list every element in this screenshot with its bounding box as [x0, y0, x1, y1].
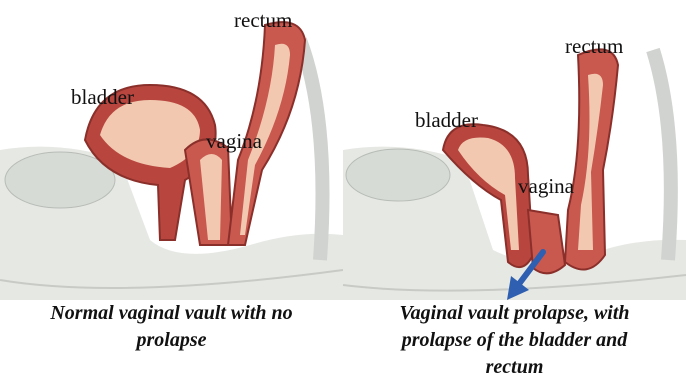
pubic-bone [346, 149, 450, 201]
label-rectum: rectum [565, 36, 623, 57]
caption-line: Normal vaginal vault with no [0, 300, 343, 327]
caption-line: prolapse [0, 327, 343, 354]
caption-line: rectum [343, 354, 686, 381]
prolapse-anatomy-illustration [343, 0, 686, 300]
label-bladder: bladder [415, 110, 478, 131]
label-bladder: bladder [71, 87, 134, 108]
panel-normal: rectum bladder vagina Normal vaginal vau… [0, 0, 343, 391]
sacrum [653, 50, 671, 260]
caption-line: prolapse of the bladder and [343, 327, 686, 354]
panel-prolapse: rectum bladder vagina Vaginal vault prol… [343, 0, 686, 391]
caption-prolapse: Vaginal vault prolapse, with prolapse of… [343, 300, 686, 381]
sacrum [300, 40, 323, 260]
label-vagina: vagina [518, 176, 574, 197]
label-vagina: vagina [206, 131, 262, 152]
label-rectum: rectum [234, 10, 292, 31]
normal-anatomy-illustration [0, 0, 343, 300]
caption-line: Vaginal vault prolapse, with [343, 300, 686, 327]
caption-normal: Normal vaginal vault with no prolapse [0, 300, 343, 354]
